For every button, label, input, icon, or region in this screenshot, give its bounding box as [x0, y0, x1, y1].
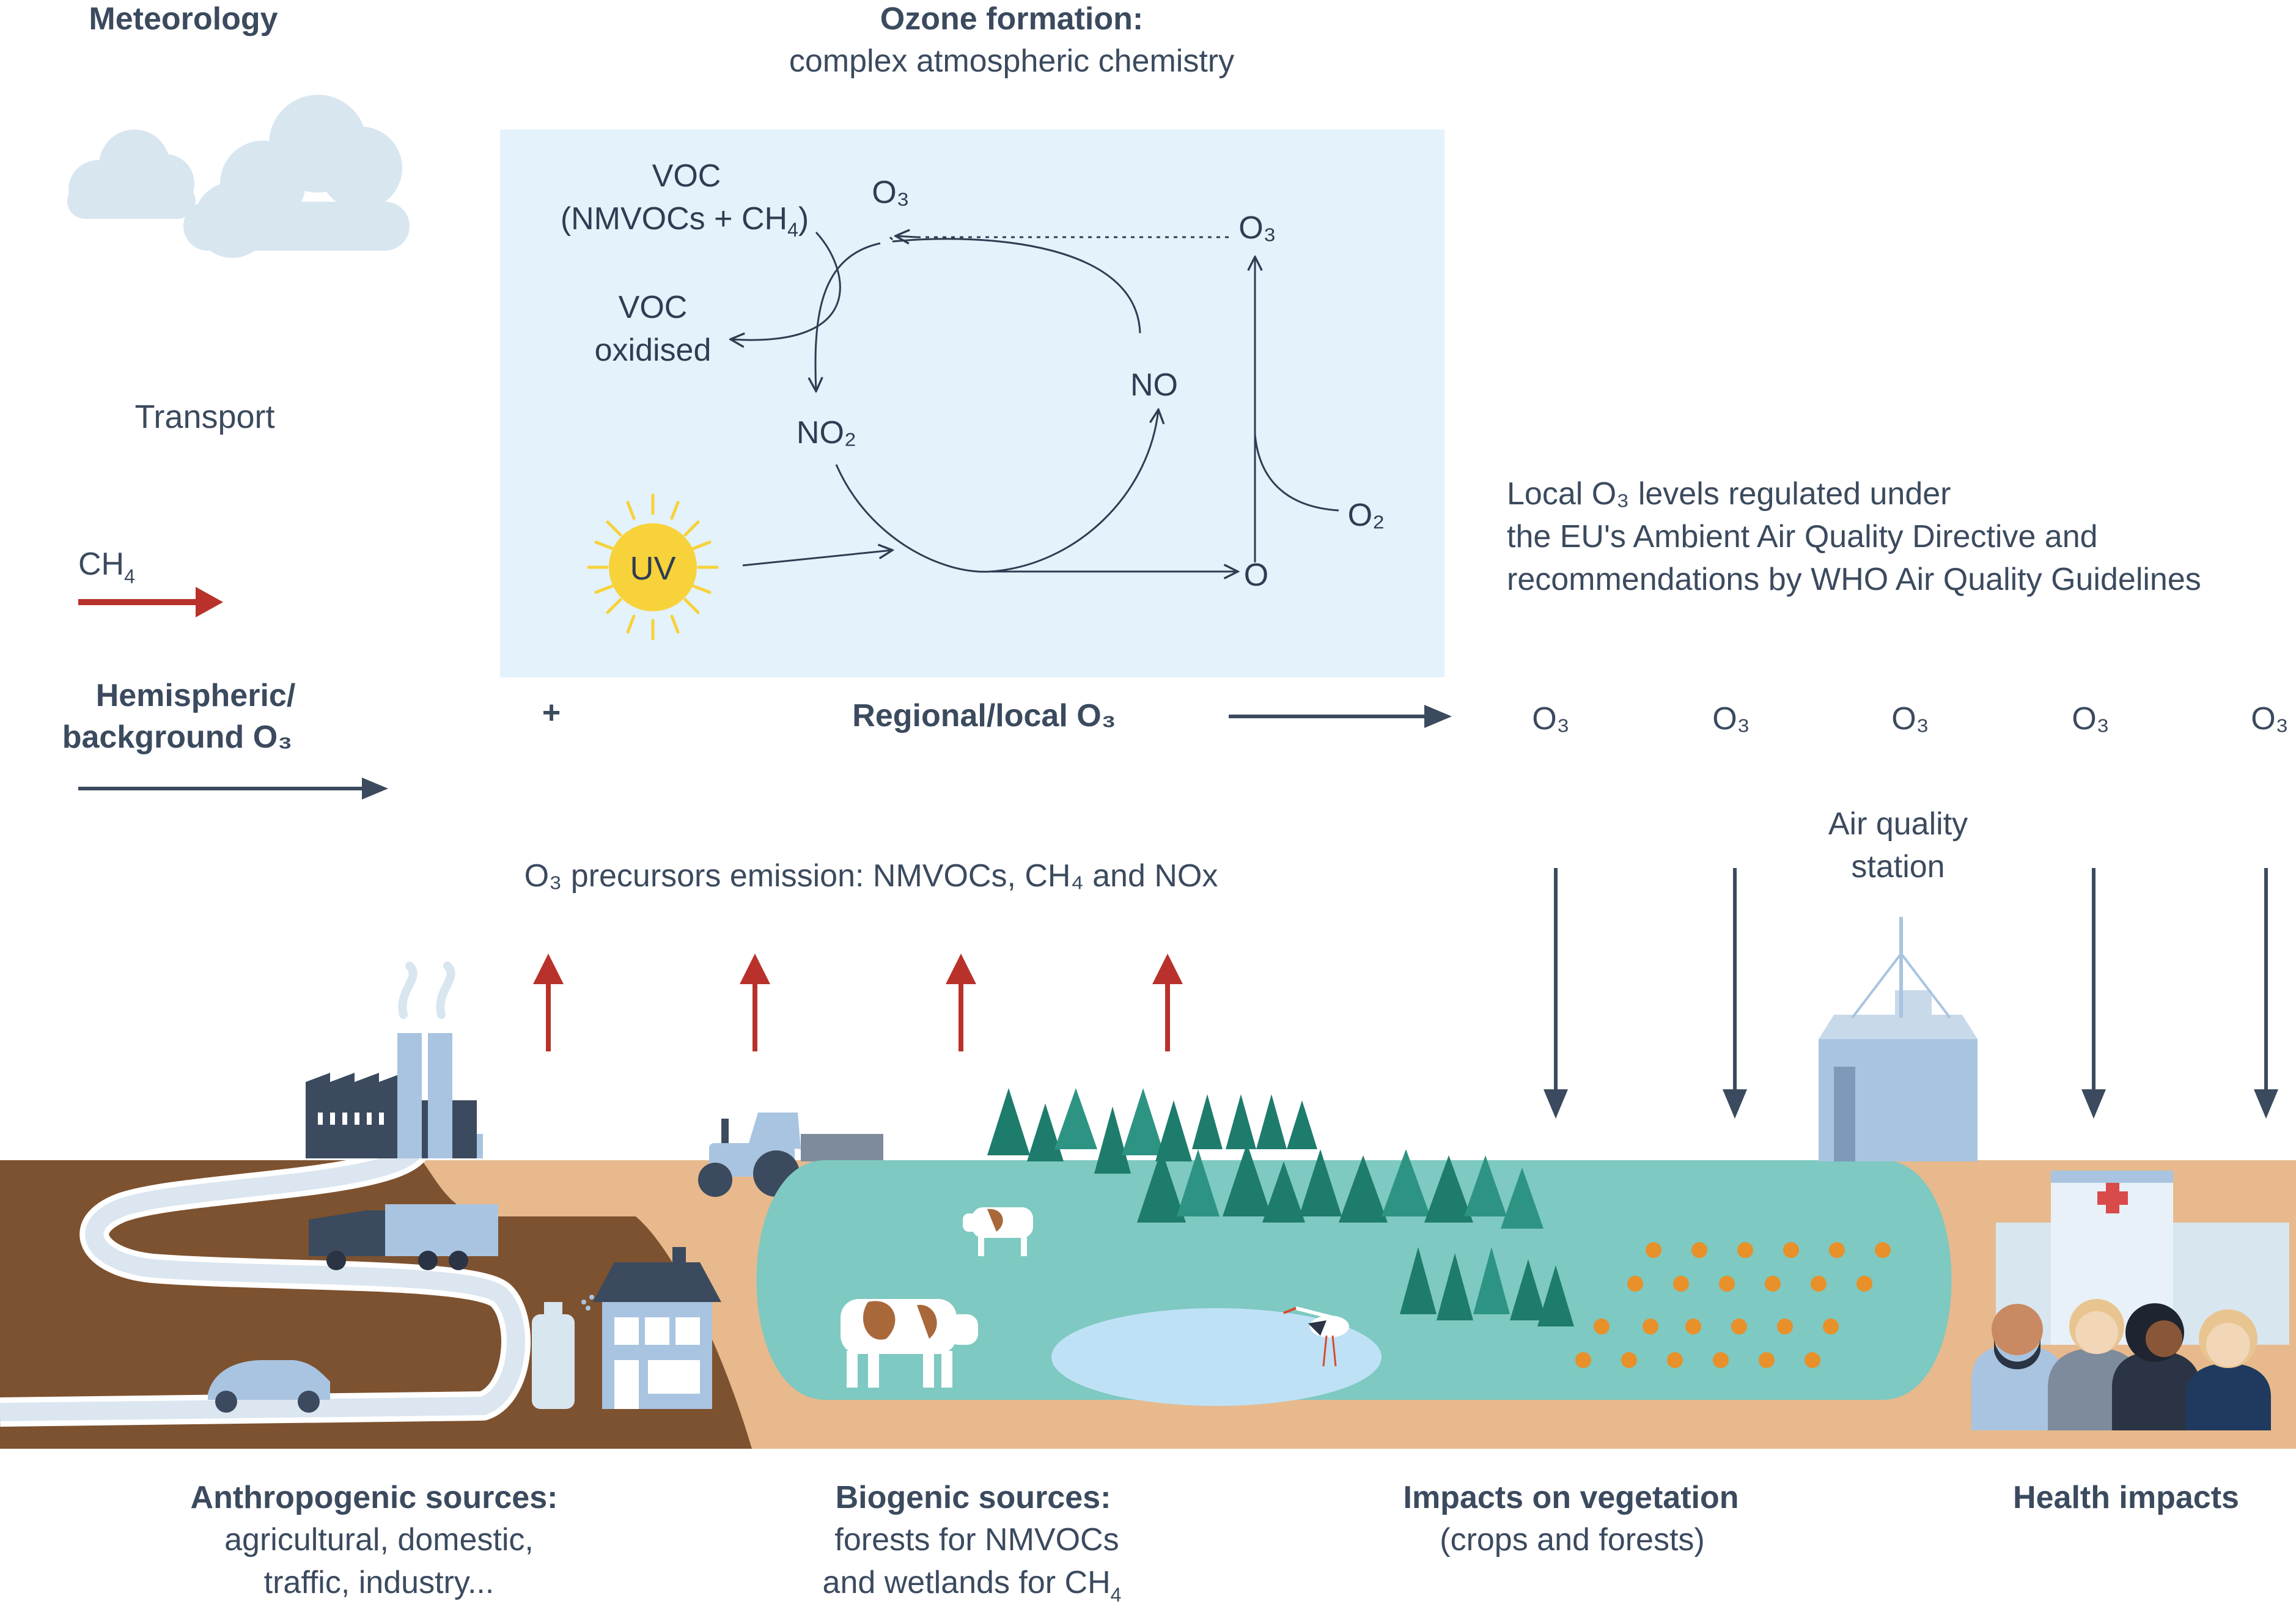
o3-cycle-left: O₃ [872, 175, 910, 210]
green-field [756, 1160, 1952, 1400]
air-quality-station-icon [1819, 917, 1978, 1161]
o3-row-item: O₃ [1532, 701, 1570, 737]
plus-sign: + [542, 695, 561, 730]
transport-label: Transport [134, 399, 274, 435]
car-icon [208, 1360, 330, 1413]
crops-icon [1575, 1242, 1891, 1368]
regional-arrow [1229, 705, 1452, 728]
air-quality-station-line2: station [1851, 849, 1945, 885]
hemispheric-arrow [78, 778, 388, 800]
anthropogenic-title: Anthropogenic sources: [191, 1480, 558, 1515]
no2-label: NO₂ [797, 415, 856, 451]
o-atom-label: O [1244, 557, 1268, 593]
voc-oxidised-line1: VOC [619, 290, 688, 325]
cow-icon [841, 1299, 978, 1388]
biogenic-line1: forests for NMVOCs [834, 1522, 1119, 1558]
air-quality-station-line1: Air quality [1828, 806, 1968, 842]
tractor-icon [698, 1113, 883, 1197]
o3-row-item: O₃ [2251, 701, 2289, 737]
regulation-line1: Local O₃ levels regulated under [1507, 476, 1951, 512]
regulation-line2: the EU's Ambient Air Quality Directive a… [1507, 519, 2098, 554]
o3-row-item: O₃ [2072, 701, 2110, 737]
precursor-arrows [533, 954, 1183, 1051]
precursors-label: O₃ precursors emission: NMVOCs, CH₄ and … [524, 858, 1218, 894]
cloud-icon [67, 95, 410, 258]
ch4-label: CH4 [78, 546, 135, 587]
ch4-arrow [78, 587, 223, 617]
aerosol-can-icon [532, 1295, 594, 1409]
meteorology-title: Meteorology [89, 1, 278, 37]
hemispheric-label-line1: Hemispheric/ [96, 678, 296, 713]
stork-icon [1283, 1306, 1349, 1367]
pond-icon [1051, 1308, 1382, 1406]
o3-cycle-right: O₃ [1238, 210, 1276, 246]
uv-label: UV [630, 550, 675, 587]
cow-small-icon [963, 1207, 1033, 1256]
chemistry-cycle [730, 232, 1339, 572]
anthropogenic-line1: agricultural, domestic, [224, 1522, 534, 1558]
truck-icon [309, 1204, 498, 1270]
deposition-arrows [1544, 868, 2278, 1119]
people-icon [1971, 1299, 2271, 1430]
ozone-formation-title: Ozone formation: [880, 1, 1143, 37]
health-impacts-title: Health impacts [2013, 1480, 2239, 1515]
o3-row: O₃ O₃ O₃ O₃ O₃ [1532, 701, 2289, 737]
sun-icon [587, 493, 719, 641]
voc-oxidised-line2: oxidised [595, 333, 712, 368]
biogenic-line2: and wetlands for CH4 [823, 1565, 1122, 1606]
ozone-formation-subtitle: complex atmospheric chemistry [789, 43, 1234, 79]
vegetation-line1: (crops and forests) [1440, 1522, 1705, 1558]
house-icon [593, 1247, 721, 1409]
forest-icon [987, 1088, 1574, 1326]
o3-row-item: O₃ [1712, 701, 1750, 737]
biogenic-title: Biogenic sources: [836, 1480, 1111, 1515]
o3-row-item: O₃ [1891, 701, 1929, 737]
regulation-line3: recommendations by WHO Air Quality Guide… [1507, 562, 2201, 597]
regional-local-o3-label: Regional/local O₃ [852, 698, 1116, 734]
voc-detail-label: (NMVOCs + CH4) [561, 201, 809, 241]
anthropogenic-line2: traffic, industry... [264, 1565, 495, 1600]
o2-label: O₂ [1348, 498, 1385, 533]
factory-icon [306, 962, 483, 1158]
vegetation-title: Impacts on vegetation [1404, 1480, 1739, 1515]
hemispheric-label-line2: background O₃ [62, 719, 293, 755]
voc-label: VOC [652, 158, 721, 194]
no-label: NO [1130, 367, 1178, 403]
